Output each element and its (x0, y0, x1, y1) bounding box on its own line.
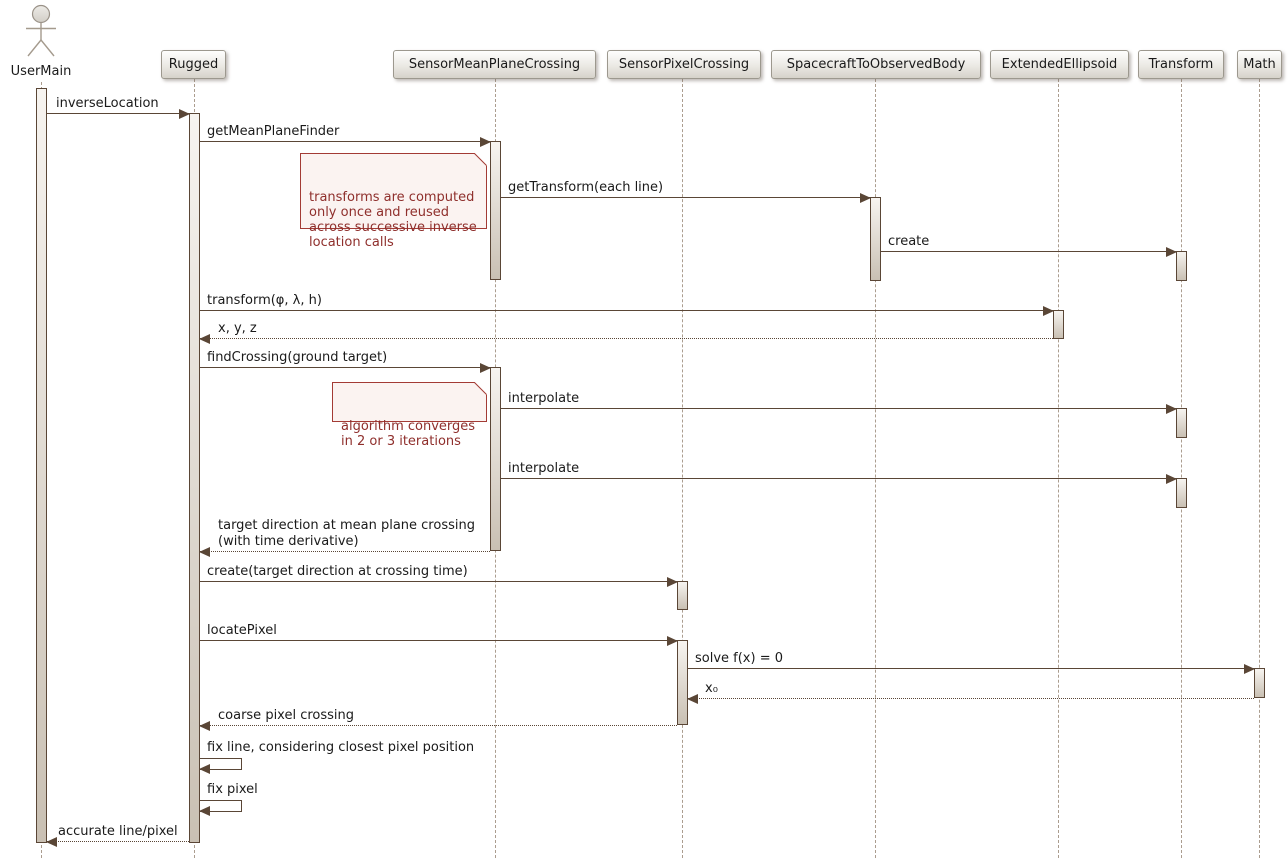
activation-usermain (36, 88, 47, 843)
note-text: transforms are computed only once and re… (309, 190, 477, 250)
message-label-create-pixelcrossing: create(target direction at crossing time… (207, 564, 468, 579)
message-return-arrow (46, 837, 189, 847)
lifeline-sensorpixelcrossing (682, 79, 683, 858)
participant-extendedellipsoid: ExtendedEllipsoid (990, 50, 1129, 79)
message-label-interpolate-1: interpolate (508, 391, 580, 406)
participant-label: ExtendedEllipsoid (1001, 57, 1118, 72)
message-return-arrow (687, 694, 1254, 704)
lifeline-math (1259, 79, 1260, 858)
activation-pixelcrossing-2 (677, 640, 688, 725)
message-arrow (501, 193, 871, 203)
message-label-findcrossing: findCrossing(ground target) (207, 350, 388, 365)
participant-sensorpixelcrossing: SensorPixelCrossing (607, 50, 761, 79)
activation-ellipsoid (1053, 310, 1064, 339)
message-arrow (200, 577, 678, 587)
message-label-xyz-return: x, y, z (218, 321, 257, 336)
message-label-accurate-result: accurate line/pixel (58, 824, 178, 839)
message-label-fix-pixel: fix pixel (207, 782, 258, 797)
message-return-arrow (199, 334, 1053, 344)
message-arrow (47, 109, 190, 119)
message-label-target-direction: target direction at mean plane crossing … (218, 518, 475, 549)
message-label-fix-line: fix line, considering closest pixel posi… (207, 740, 475, 755)
activation-meanplane-1 (490, 141, 501, 280)
participant-label: SpacecraftToObservedBody (786, 57, 966, 72)
message-label-gettransform: getTransform(each line) (508, 180, 664, 195)
message-label-interpolate-2: interpolate (508, 461, 580, 476)
actor-icon (26, 4, 56, 57)
note-fold-icon (474, 382, 487, 395)
message-label-inverselocation: inverseLocation (56, 96, 159, 111)
lifeline-transform (1181, 79, 1182, 858)
note-transforms-reused: transforms are computed only once and re… (300, 153, 487, 250)
message-label-x0-return: x₀ (705, 681, 718, 696)
message-arrow (501, 474, 1177, 484)
participant-label: Transform (1148, 57, 1214, 72)
participant-label: SensorMeanPlaneCrossing (408, 57, 581, 72)
self-message-arrow (199, 800, 242, 816)
message-arrow (200, 137, 491, 147)
message-arrow (881, 247, 1177, 257)
participant-math: Math (1237, 50, 1282, 79)
activation-transform-2 (1176, 408, 1187, 438)
message-label-transform-coords: transform(φ, λ, h) (207, 293, 322, 308)
message-label-solve: solve f(x) = 0 (695, 651, 784, 666)
activation-transform-3 (1176, 478, 1187, 508)
note-fold-icon (474, 153, 487, 166)
actor-label: UserMain (10, 64, 72, 79)
message-return-arrow (199, 547, 490, 557)
message-label-create-transform: create (888, 234, 930, 249)
lifeline-extendedellipsoid (1058, 79, 1059, 858)
note-text: algorithm converges in 2 or 3 iterations (341, 419, 476, 449)
participant-rugged: Rugged (161, 50, 226, 79)
note-algorithm-converges: algorithm converges in 2 or 3 iterations (332, 382, 487, 449)
activation-transform-1 (1176, 251, 1187, 281)
message-return-arrow (199, 721, 677, 731)
message-arrow (688, 664, 1255, 674)
participant-sensormeanplanecrossing: SensorMeanPlaneCrossing (393, 50, 596, 79)
activation-rugged (189, 113, 200, 843)
activation-spacecraftbody (870, 197, 881, 281)
message-arrow (200, 363, 491, 373)
message-arrow (501, 404, 1177, 414)
message-label-getmeanplanefinder: getMeanPlaneFinder (207, 124, 340, 139)
activation-math (1254, 668, 1265, 698)
message-label-coarse-pixel: coarse pixel crossing (218, 708, 355, 723)
participant-transform: Transform (1138, 50, 1224, 79)
participant-label: SensorPixelCrossing (618, 57, 750, 72)
participant-spacecrafttoobservedbody: SpacecraftToObservedBody (771, 50, 981, 79)
self-message-arrow (199, 758, 242, 774)
message-label-locatepixel: locatePixel (207, 623, 277, 638)
lifeline-spacecrafttoobservedbody (875, 79, 876, 858)
activation-meanplane-2 (490, 367, 501, 551)
activation-pixelcrossing-1 (677, 581, 688, 610)
participant-label: Math (1243, 57, 1276, 72)
message-arrow (200, 306, 1054, 316)
message-arrow (200, 636, 678, 646)
participant-label: Rugged (168, 57, 219, 72)
